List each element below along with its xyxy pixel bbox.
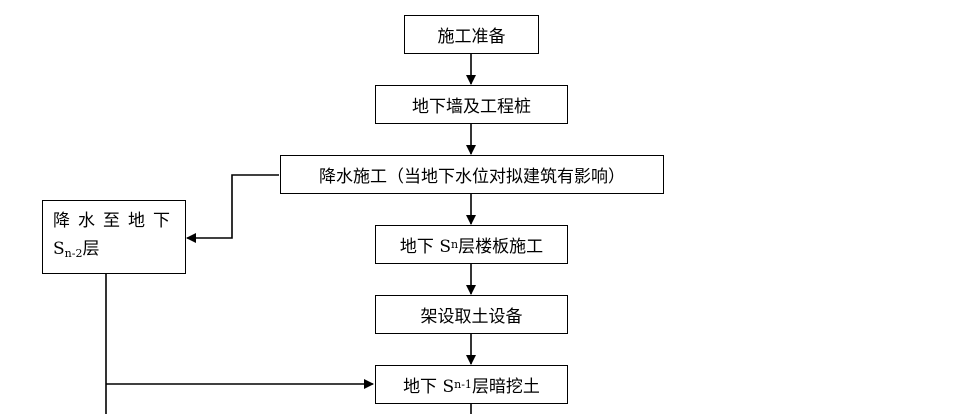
node-dewater-to-level: 降水至地下 Sn-2层	[42, 200, 186, 274]
dig-sub: n-1	[454, 378, 472, 391]
side-s: S	[53, 239, 65, 259]
node-construction-prep-label: 施工准备	[437, 27, 506, 47]
node-excavation-equipment: 架设取土设备	[375, 295, 568, 334]
side-suffix: 层	[82, 239, 100, 259]
dig-suffix: 层暗挖土	[471, 377, 540, 397]
node-dewater-to-level-line1: 降水至地下	[53, 211, 178, 231]
node-wall-and-piles: 地下墙及工程桩	[375, 85, 568, 124]
slab-prefix: 地下 S	[399, 237, 451, 257]
node-dewatering: 降水施工（当地下水位对拟建筑有影响）	[280, 155, 664, 194]
dig-prefix: 地下 S	[403, 377, 455, 397]
node-construction-prep: 施工准备	[404, 15, 539, 54]
slab-sub: n	[450, 238, 459, 251]
node-dewater-to-level-line2: Sn-2层	[53, 235, 185, 268]
node-dewatering-label: 降水施工（当地下水位对拟建筑有影响）	[319, 167, 625, 187]
arrow-dewater-to-side	[186, 174, 279, 243]
slab-suffix: 层楼板施工	[458, 237, 544, 257]
node-wall-and-piles-label: 地下墙及工程桩	[412, 97, 531, 117]
side-sub: n-2	[64, 247, 83, 260]
node-excavation-equipment-label: 架设取土设备	[420, 307, 523, 327]
